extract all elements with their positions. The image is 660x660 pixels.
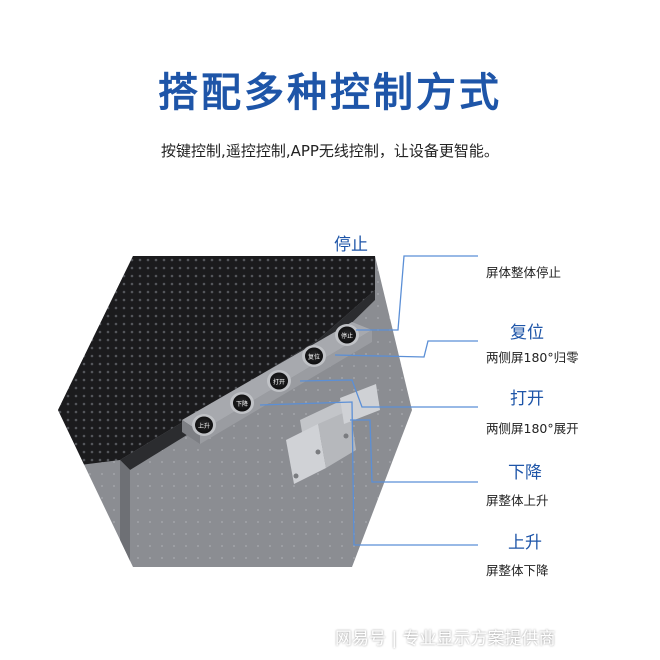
control-button-open[interactable]: 打开 xyxy=(267,370,291,392)
control-button-up[interactable]: 上升 xyxy=(192,414,216,436)
callout-up-desc: 屏整体下降 xyxy=(486,563,549,578)
callout-down-title: 下降 xyxy=(508,463,542,483)
control-button-down[interactable]: 下降 xyxy=(230,392,254,414)
button-label-open: 打开 xyxy=(273,378,285,386)
button-label-up: 上升 xyxy=(198,422,210,430)
callout-up-title: 上升 xyxy=(508,533,542,553)
callout-reset-desc: 两侧屏180°归零 xyxy=(486,350,579,365)
callout-line-stop xyxy=(356,255,478,331)
speaker-mesh xyxy=(58,256,375,470)
callout-reset-title: 复位 xyxy=(510,323,544,343)
button-label-down: 下降 xyxy=(236,400,248,408)
button-label-stop: 停止 xyxy=(341,332,353,340)
callout-stop-desc: 屏体整体停止 xyxy=(486,265,562,280)
control-button-stop[interactable]: 停止 xyxy=(335,324,359,346)
callout-open-desc: 两侧屏180°展开 xyxy=(486,421,579,436)
page-title: 搭配多种控制方式 xyxy=(158,70,502,116)
page-subtitle: 按键控制,遥控控制,APP无线控制，让设备更智能。 xyxy=(161,142,499,160)
callout-open-title: 打开 xyxy=(510,389,544,409)
callout-line-reset xyxy=(334,340,478,358)
button-label-reset: 复位 xyxy=(308,353,320,361)
callout-down-desc: 屏整体上升 xyxy=(486,493,549,508)
callout-stop-title: 停止 xyxy=(334,235,368,255)
callout-lines xyxy=(259,255,478,546)
control-button-reset[interactable]: 复位 xyxy=(302,345,326,367)
watermark: 网易号 | 专业显示方案提供商 xyxy=(335,629,556,649)
callout-line-up xyxy=(259,401,478,546)
callout-line-down xyxy=(350,419,478,483)
callout-line-open xyxy=(299,379,478,408)
